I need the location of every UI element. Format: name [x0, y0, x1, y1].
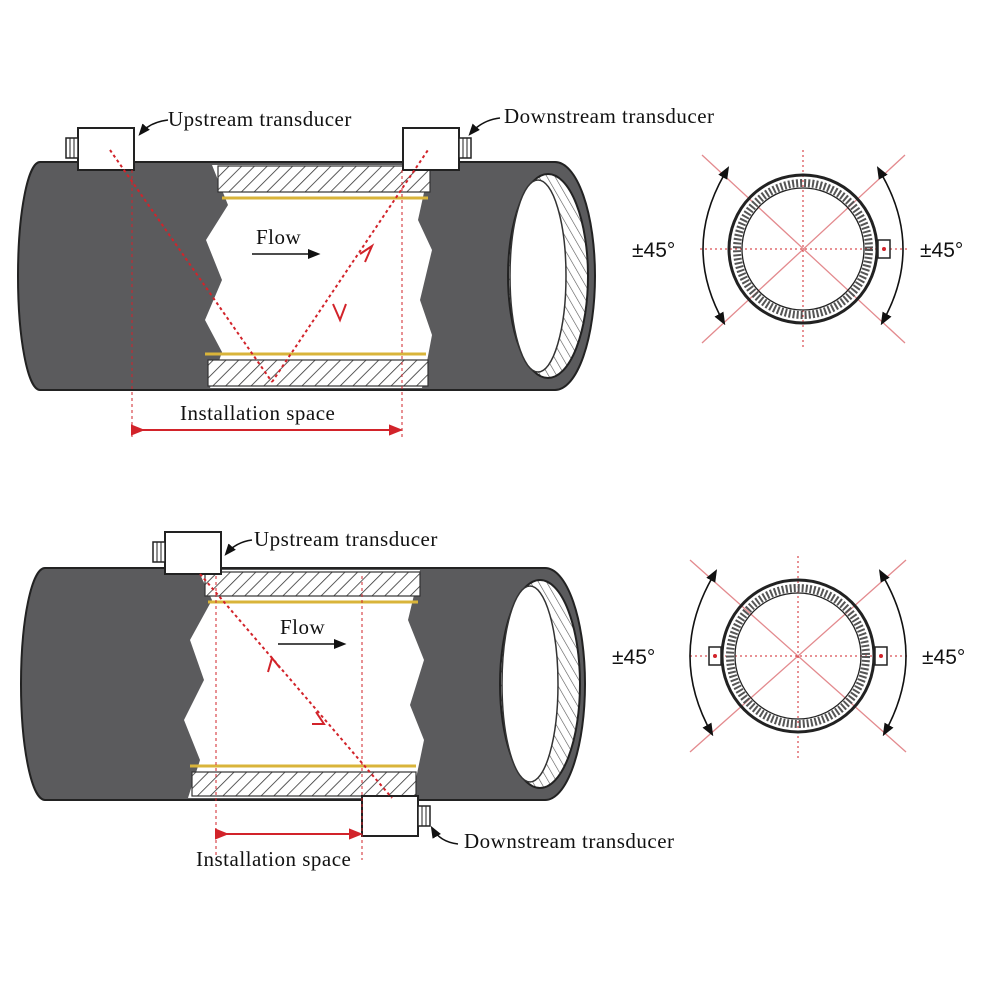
v-method-diagram: Upstream transducer Downstream transduce…	[17, 104, 963, 440]
installation-space-label: Installation space	[180, 401, 335, 425]
flow-label: Flow	[256, 225, 302, 249]
angle-left-label: ±45°	[612, 646, 655, 669]
downstream-transducer-label: Downstream transducer	[504, 104, 715, 128]
pipe-body	[17, 161, 596, 391]
pipe-cross-section: ±45° ±45°	[632, 150, 963, 348]
downstream-transducer	[361, 795, 431, 837]
pipe-body	[20, 567, 586, 801]
installation-space-label: Installation space	[196, 847, 351, 871]
downstream-transducer-label: Downstream transducer	[464, 829, 675, 853]
signal-path	[109, 149, 429, 383]
angle-left-label: ±45°	[632, 239, 675, 262]
signal-path	[199, 573, 393, 799]
upstream-transducer-label: Upstream transducer	[168, 107, 352, 131]
z-method-diagram: Upstream transducer Downstream transduce…	[20, 527, 965, 871]
flow-label: Flow	[280, 615, 326, 639]
angle-right-label: ±45°	[920, 239, 963, 262]
upstream-transducer	[152, 531, 222, 575]
pipe-cross-section: ±45° ±45°	[612, 556, 965, 758]
downstream-transducer	[402, 127, 472, 171]
upstream-transducer-label: Upstream transducer	[254, 527, 438, 551]
angle-right-label: ±45°	[922, 646, 965, 669]
upstream-transducer	[65, 127, 135, 171]
